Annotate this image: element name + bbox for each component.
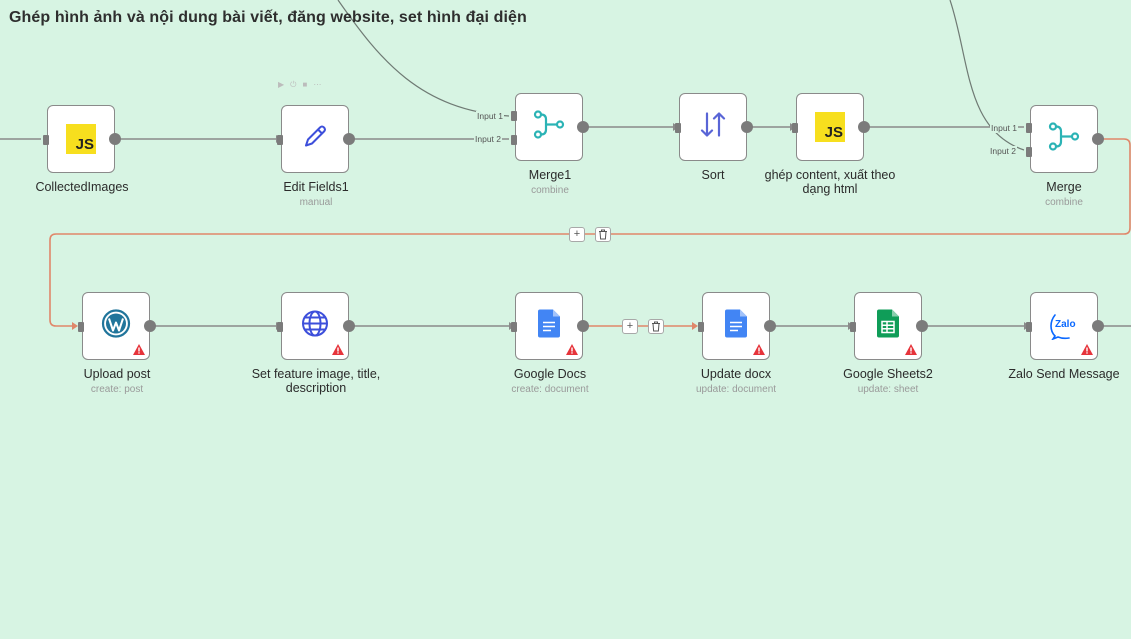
warning-icon[interactable] xyxy=(1081,344,1093,355)
node-label: CollectedImages xyxy=(35,180,129,194)
node-merge[interactable] xyxy=(1026,105,1104,173)
trash-icon xyxy=(652,321,660,332)
input-label: Input 2 xyxy=(474,134,502,144)
node-label: ghép content, xuất theo dạng html xyxy=(764,168,896,196)
node-hover-toolbar: ▶ ⏻ ■ ⋯ xyxy=(278,80,321,90)
more-icon: ⋯ xyxy=(313,80,322,89)
node-label: Sort xyxy=(701,168,725,182)
warning-icon[interactable] xyxy=(566,344,578,355)
input-port[interactable] xyxy=(277,322,283,332)
output-port[interactable] xyxy=(577,320,589,332)
pencil-icon xyxy=(300,122,330,157)
output-port[interactable] xyxy=(764,320,776,332)
warning-icon[interactable] xyxy=(905,344,917,355)
node-merge1[interactable] xyxy=(511,93,589,161)
node-label: Upload post xyxy=(83,367,151,381)
play-icon: ▶ xyxy=(278,80,285,89)
input-port-2[interactable] xyxy=(511,135,517,145)
input-port[interactable] xyxy=(511,322,517,332)
node-update-docx[interactable] xyxy=(698,292,776,360)
node-subtitle: combine xyxy=(531,185,569,196)
node-collected-images[interactable]: JS xyxy=(43,105,121,173)
add-node-button[interactable]: + xyxy=(622,319,638,334)
node-sort[interactable] xyxy=(675,93,753,161)
input-port[interactable] xyxy=(698,322,704,332)
node-label: Google Sheets2 xyxy=(843,367,933,381)
node-google-sheets2[interactable] xyxy=(850,292,928,360)
node-subtitle: create: post xyxy=(90,384,144,395)
input-port-2[interactable] xyxy=(1026,147,1032,157)
node-subtitle: update: sheet xyxy=(857,384,919,395)
globe-icon xyxy=(300,309,330,344)
output-port[interactable] xyxy=(916,320,928,332)
google-docs-icon xyxy=(725,309,747,343)
input-label: Input 2 xyxy=(989,146,1017,156)
sort-arrows-icon xyxy=(698,110,728,145)
wordpress-icon xyxy=(101,309,131,344)
output-port[interactable] xyxy=(109,133,121,145)
output-port[interactable] xyxy=(1092,320,1104,332)
output-port[interactable] xyxy=(343,133,355,145)
output-port[interactable] xyxy=(741,121,753,133)
input-port[interactable] xyxy=(1026,322,1032,332)
node-label: Edit Fields1 xyxy=(283,180,349,194)
node-set-feature-image[interactable] xyxy=(277,292,355,360)
node-label: Zalo Send Message xyxy=(1008,367,1120,381)
input-port-1[interactable] xyxy=(511,111,517,121)
input-port[interactable] xyxy=(792,123,798,133)
input-label: Input 1 xyxy=(990,123,1018,133)
trash-icon: ■ xyxy=(302,80,308,89)
trash-icon xyxy=(599,229,607,240)
javascript-icon: JS xyxy=(815,112,845,142)
workflow-title: Ghép hình ảnh và nội dung bài viết, đăng… xyxy=(9,9,527,26)
google-docs-icon xyxy=(538,309,560,343)
power-icon: ⏻ xyxy=(290,80,297,89)
delete-connection-button[interactable] xyxy=(648,319,664,334)
input-port[interactable] xyxy=(43,135,49,145)
node-subtitle: create: document xyxy=(511,384,589,395)
node-subtitle: update: document xyxy=(695,384,777,395)
warning-icon[interactable] xyxy=(332,344,344,355)
node-ghep-content[interactable]: JS xyxy=(792,93,870,161)
merge-icon xyxy=(532,108,566,147)
node-subtitle: combine xyxy=(1045,197,1083,208)
node-label: Merge1 xyxy=(528,168,572,182)
output-port[interactable] xyxy=(343,320,355,332)
google-sheets-icon xyxy=(877,309,899,343)
zalo-icon: Zalo xyxy=(1049,312,1079,340)
warning-icon[interactable] xyxy=(133,344,145,355)
input-port[interactable] xyxy=(78,322,84,332)
node-edit-fields1[interactable] xyxy=(277,105,355,173)
warning-icon[interactable] xyxy=(753,344,765,355)
output-port[interactable] xyxy=(144,320,156,332)
merge-icon xyxy=(1047,120,1081,159)
add-node-button[interactable]: + xyxy=(569,227,585,242)
output-port[interactable] xyxy=(1092,133,1104,145)
node-subtitle: manual xyxy=(299,197,333,208)
output-port[interactable] xyxy=(577,121,589,133)
output-port[interactable] xyxy=(858,121,870,133)
input-port-1[interactable] xyxy=(1026,123,1032,133)
input-port[interactable] xyxy=(850,322,856,332)
node-label: Update docx xyxy=(700,367,772,381)
delete-connection-button[interactable] xyxy=(595,227,611,242)
node-label: Merge xyxy=(1046,180,1082,194)
node-label: Google Docs xyxy=(513,367,587,381)
node-zalo-send-message[interactable]: Zalo xyxy=(1026,292,1104,360)
node-google-docs[interactable] xyxy=(511,292,589,360)
node-upload-post[interactable] xyxy=(78,292,156,360)
input-port[interactable] xyxy=(675,123,681,133)
javascript-icon: JS xyxy=(66,124,96,154)
node-label: Set feature image, title, description xyxy=(251,367,381,395)
input-port[interactable] xyxy=(277,135,283,145)
input-label: Input 1 xyxy=(476,111,504,121)
